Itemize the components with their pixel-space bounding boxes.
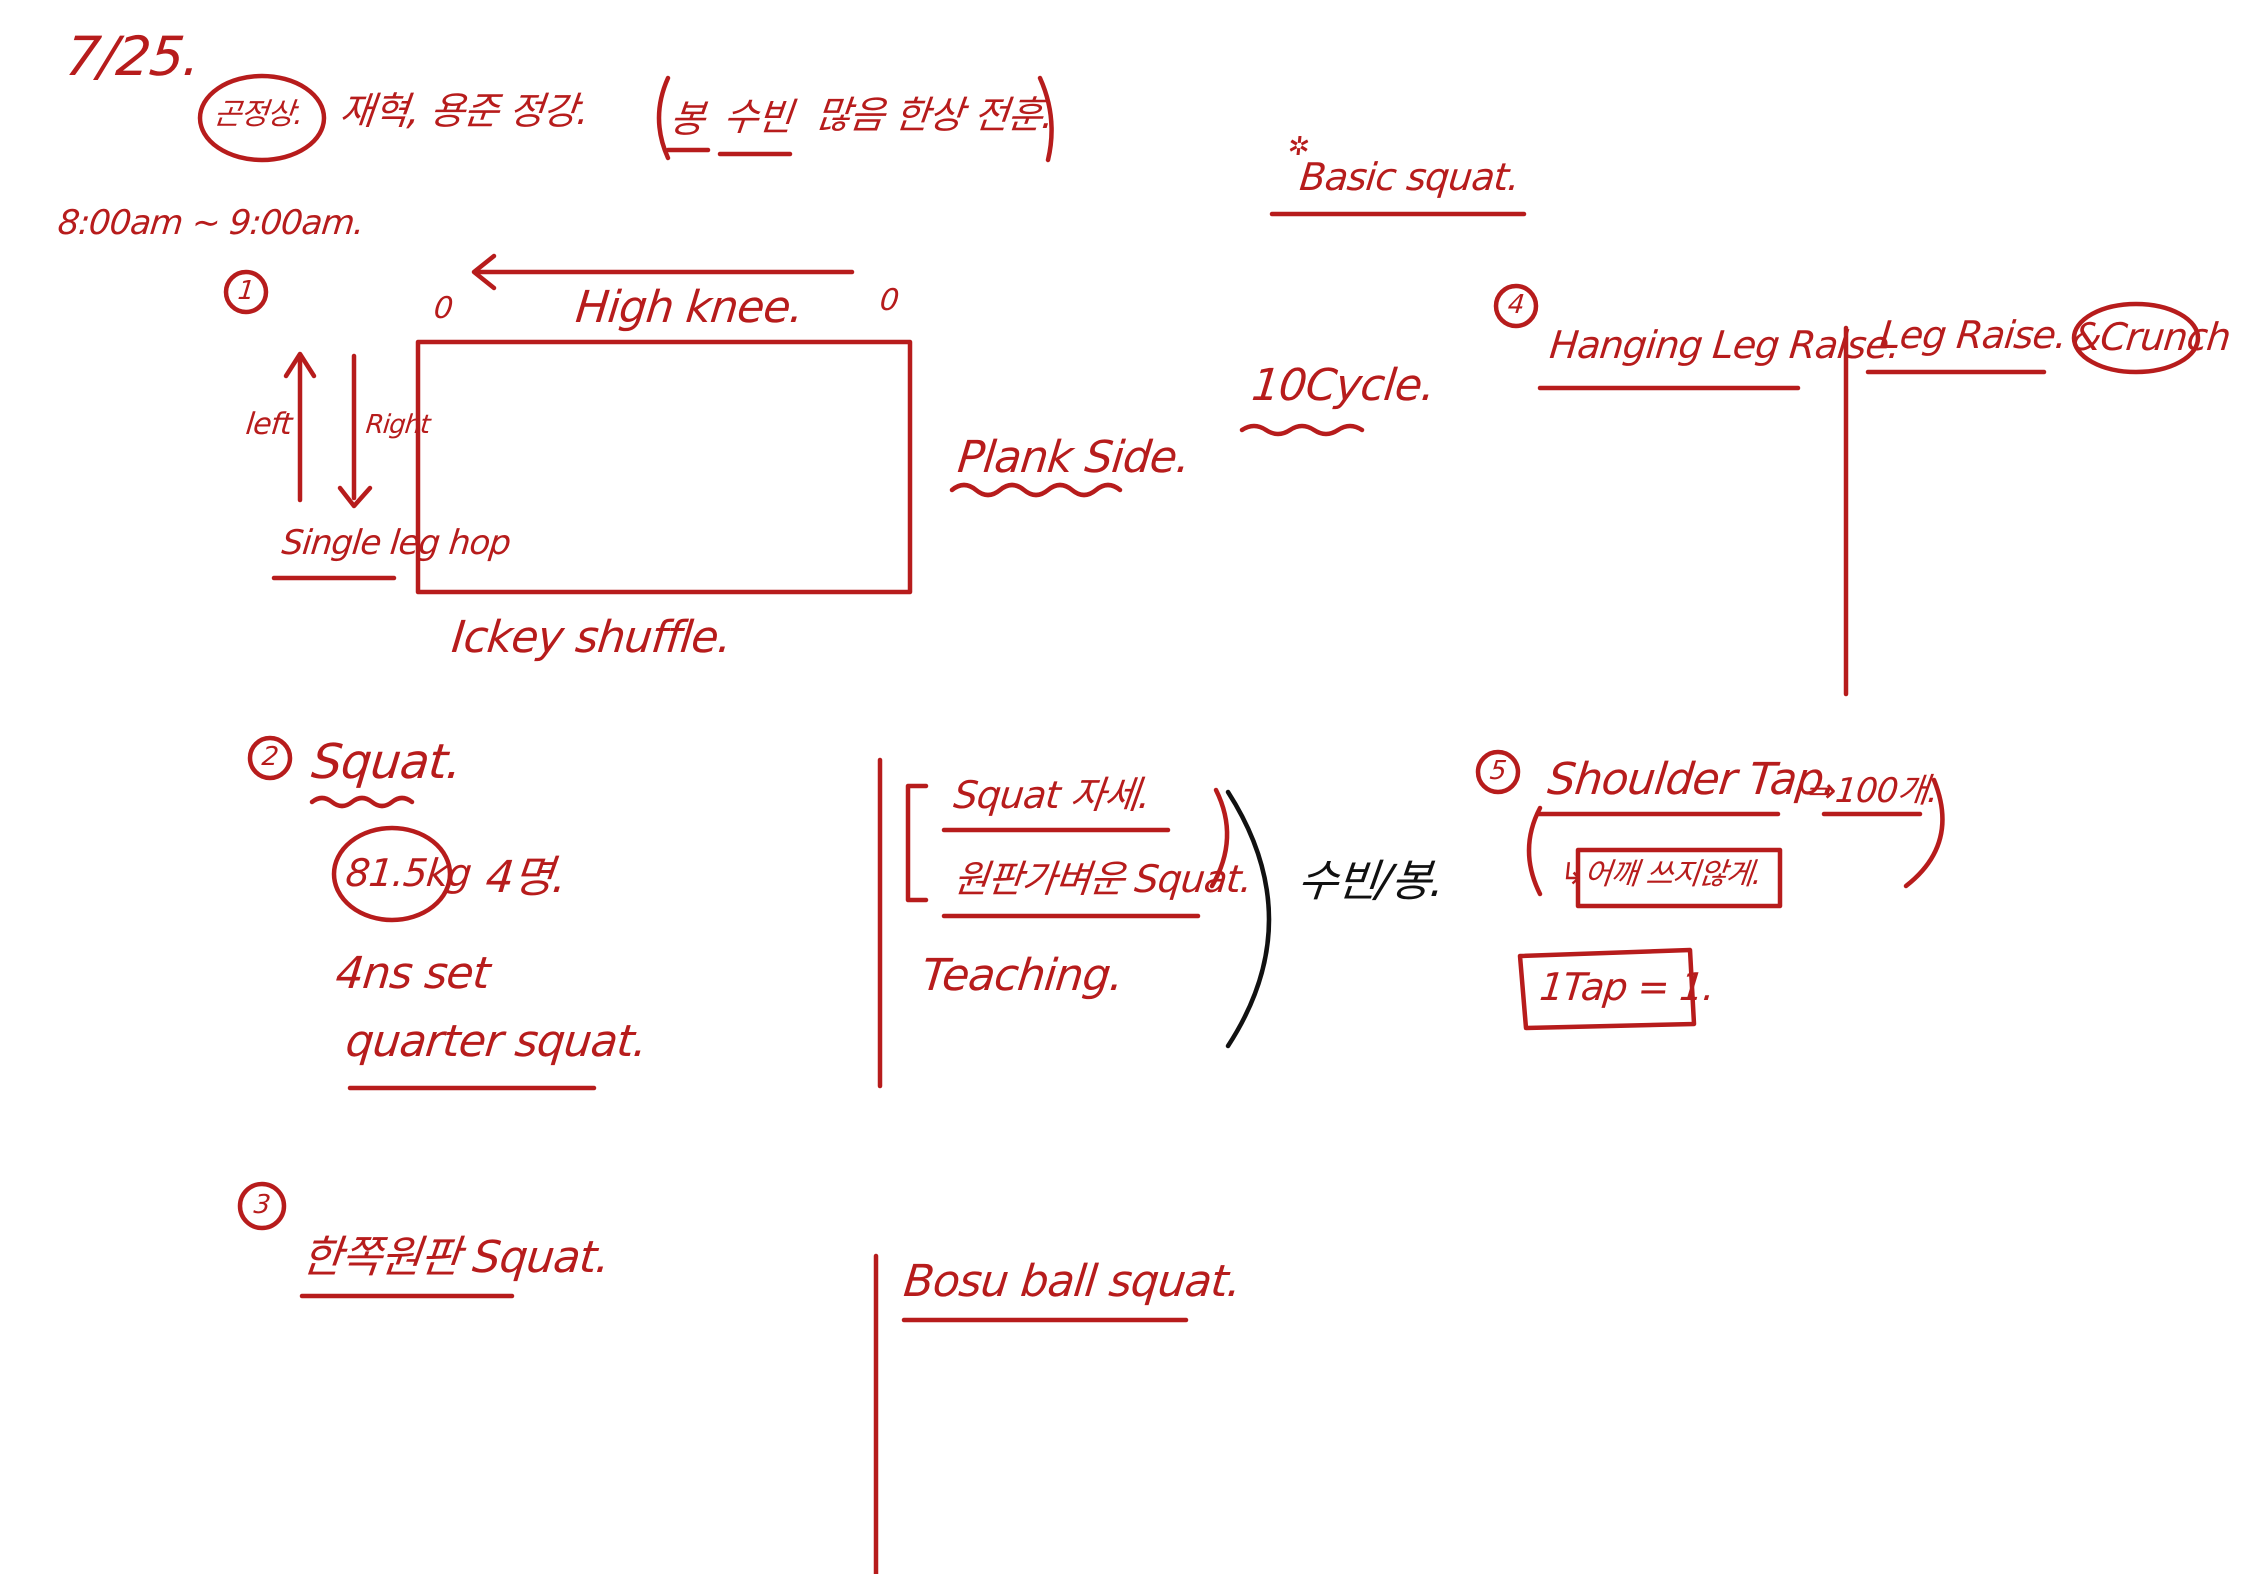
member-name: 곤정상. [212, 97, 305, 132]
note-bong: 봉 [667, 97, 707, 141]
crunch-label: &Crunch [2069, 315, 2233, 359]
note-subin: 수빈 [721, 95, 795, 139]
weight-circle [331, 825, 453, 923]
big-black-paren [1225, 789, 1272, 1049]
quarter-squat-label: quarter squat. [343, 1016, 649, 1067]
drill-rectangle [415, 339, 913, 595]
plank-side-wavy [949, 482, 1123, 498]
section1-number-circle [223, 269, 269, 315]
section5-number: 5 [1488, 756, 1508, 786]
weight-label: 81.5kg [343, 851, 474, 895]
section1-number: 1 [236, 276, 256, 306]
note-label: ↳어깨 쓰지않게. [1558, 857, 1763, 892]
count-label: ⇒100개. [1805, 771, 1940, 811]
teaching-label: Teaching. [919, 950, 1126, 1001]
shoulder-tap-label: Shoulder Tap. [1545, 754, 1839, 805]
high-knee-arrow-head [471, 253, 497, 291]
note-close-paren [1903, 777, 1945, 889]
leg-raise-label: Leg Raise. [1877, 313, 2069, 357]
note-open-paren [656, 75, 671, 161]
cycles-wavy [1239, 423, 1365, 437]
attendees-label: 재혁, 용준 정강. [337, 89, 591, 133]
cycles-label: 10Cycle. [1249, 360, 1437, 411]
section4-number: 4 [1506, 290, 1526, 320]
bracket-close-paren [1209, 787, 1230, 889]
left-arrow-head [283, 351, 317, 379]
bracket2-label: 원판가벼운 Squat. [951, 857, 1254, 901]
rule-box [1517, 947, 1697, 1031]
time-label: 8:00am ~ 9:00am. [55, 203, 366, 243]
bracket-left [905, 783, 929, 903]
zero-right: 0 [878, 283, 900, 318]
plank-side-label: Plank Side. [955, 432, 1192, 483]
note-open-paren [1526, 805, 1543, 897]
high-knee-label: High knee. [573, 282, 806, 333]
bracket1-label: Squat 자세. [951, 773, 1152, 817]
section4-number-circle [1493, 283, 1539, 329]
note-rest: 많음 한상 전훈. [813, 93, 1056, 137]
section2-number: 2 [260, 742, 280, 772]
note-box [1575, 847, 1783, 909]
sets-count-label: 4명. [483, 852, 569, 903]
ickey-shuffle-label: Ickey shuffle. [449, 612, 734, 663]
single-leg-hop-label: Single leg hop [279, 523, 513, 563]
rule-label: 1Tap = 1. [1537, 965, 1717, 1009]
right-arrow-head [337, 485, 373, 509]
bosu-label: Bosu ball squat. [901, 1256, 1243, 1307]
people-label: 수빈/봉. [1295, 856, 1446, 907]
squat-wavy [309, 795, 415, 809]
section3-number-circle [237, 1181, 287, 1231]
section3-number: 3 [252, 1190, 272, 1220]
section3-title: 한쪽원판 Squat. [299, 1232, 612, 1283]
section2-number-circle [247, 735, 293, 781]
sets-label: 4ns set [333, 948, 492, 999]
basic-squat-title: Basic squat. [1297, 155, 1522, 199]
zero-left: 0 [432, 291, 454, 326]
left-label: left [244, 407, 294, 442]
right-label: Right [364, 410, 432, 440]
crunch-circle [2071, 301, 2201, 375]
hanging-leg-raise-label: Hanging Leg Raise. [1547, 323, 1902, 367]
date-label: 7/25. [62, 25, 203, 88]
note-close-paren [1037, 75, 1054, 163]
section2-title: Squat. [309, 734, 464, 790]
member-circle [197, 73, 327, 163]
section5-number-circle [1475, 749, 1521, 795]
